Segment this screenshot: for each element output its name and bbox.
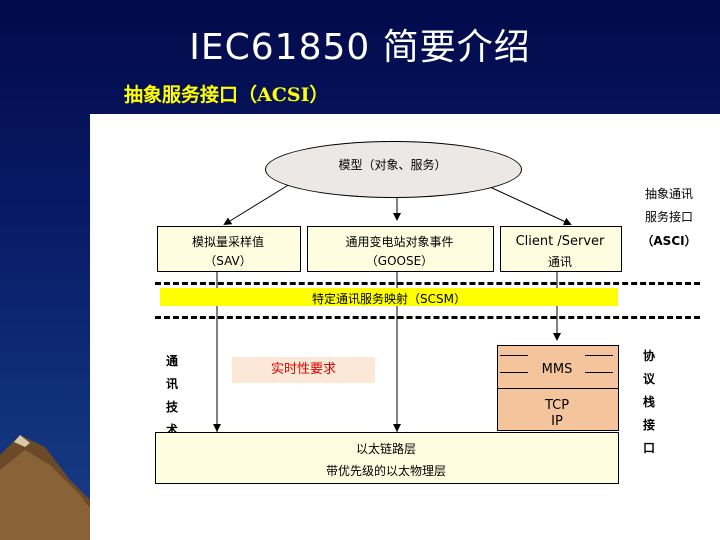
acsi-label-line3: （ASCI）: [628, 232, 710, 249]
model-label: 模型（对象、服务）: [265, 156, 520, 173]
sav-line1: 模拟量采样值: [157, 233, 299, 250]
protocol-stack-char: 栈: [641, 391, 657, 414]
page-title: IEC61850 简要介绍: [0, 18, 720, 70]
scsm-label: 特定通讯服务映射（SCSM）: [160, 290, 618, 307]
page-subtitle: 抽象服务接口（ACSI）: [124, 80, 328, 107]
dashed-line-bottom: [155, 316, 700, 319]
mms-dash-right: [585, 355, 613, 356]
mms-dash-right-2: [585, 372, 613, 373]
protocol-stack-char: 议: [641, 368, 657, 391]
mms-dash-left: [500, 355, 528, 356]
protocol-stack-char: 接: [641, 414, 657, 437]
comm-tech-char: 技: [164, 396, 180, 419]
protocol-stack-char: 口: [641, 437, 657, 460]
acsi-label-line2: 服务接口: [628, 208, 710, 225]
mms-dash-left-2: [500, 372, 528, 373]
comm-tech-label: 通 讯 技 术: [164, 350, 180, 442]
protocol-stack-label: 协 议 栈 接 口: [641, 345, 657, 460]
protocol-stack-char: 协: [641, 345, 657, 368]
acsi-label-line1: 抽象通讯: [628, 185, 710, 202]
goose-line1: 通用变电站对象事件: [307, 233, 492, 250]
dashed-line-top: [155, 282, 700, 285]
goose-line2: （GOOSE）: [307, 252, 492, 269]
mms-divider: [497, 388, 618, 389]
mms-label: MMS: [497, 362, 617, 377]
sav-line2: （SAV）: [157, 252, 299, 269]
eth-line1: 以太链路层: [155, 440, 617, 457]
realtime-label: 实时性要求: [232, 357, 375, 383]
cs-line2: 通讯: [500, 253, 620, 270]
mountain-decoration: [0, 395, 95, 540]
eth-line2: 带优先级的以太物理层: [155, 462, 617, 479]
comm-tech-char: 通: [164, 350, 180, 373]
comm-tech-char: 讯: [164, 373, 180, 396]
ip-label: IP: [497, 414, 617, 429]
tcp-label: TCP: [497, 398, 617, 413]
cs-line1: Client /Server: [500, 234, 620, 249]
